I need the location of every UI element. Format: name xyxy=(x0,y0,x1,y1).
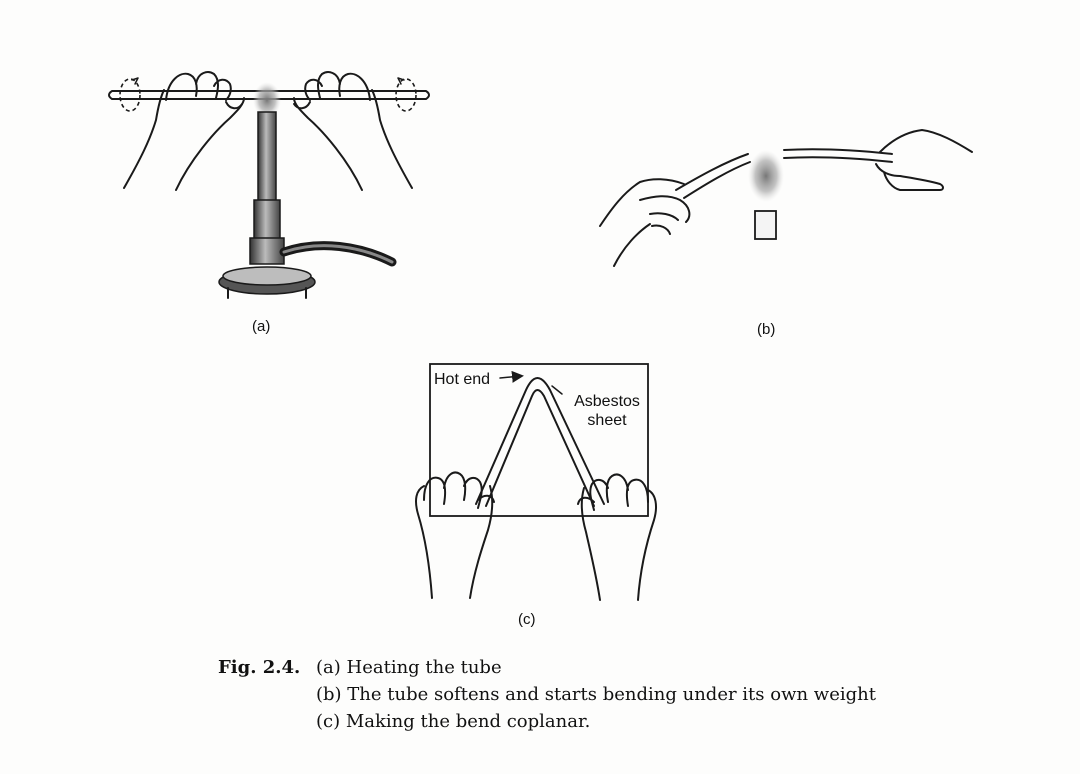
rotation-arrow-left-icon xyxy=(119,78,141,112)
figure-number: Fig. 2.4. xyxy=(218,657,301,678)
figure-caption: Fig. 2.4. (a) Heating the tube (b) The tu… xyxy=(218,654,876,735)
left-hand-c xyxy=(415,485,494,599)
panel-c-coplanar xyxy=(415,363,657,601)
right-hand-b xyxy=(875,129,973,191)
asbestos-label-line2: sheet xyxy=(587,412,627,429)
glass-tube-c xyxy=(475,377,605,507)
burner-top-b xyxy=(754,210,777,240)
flame-a xyxy=(253,82,281,118)
caption-line-c: (c) Making the bend coplanar. xyxy=(316,711,591,732)
panel-label-b: (b) xyxy=(757,321,776,338)
caption-row-3: (c) Making the bend coplanar. xyxy=(218,708,876,735)
right-hand-c xyxy=(580,487,657,601)
asbestos-sheet xyxy=(429,363,649,517)
asbestos-label-line1: Asbestos xyxy=(574,393,640,410)
panel-a-heating xyxy=(108,71,430,299)
flame-b xyxy=(748,150,784,202)
glass-tube-b-left xyxy=(675,153,751,199)
right-hand-a xyxy=(293,89,413,191)
asbestos-sheet-label: Asbestos sheet xyxy=(562,392,652,430)
caption-line-a: (a) Heating the tube xyxy=(316,657,502,678)
left-hand-a xyxy=(123,89,245,191)
glass-tube-b-right xyxy=(783,148,893,163)
panel-label-a: (a) xyxy=(252,318,271,335)
left-hand-b xyxy=(599,178,691,267)
caption-row-2: (b) The tube softens and starts bending … xyxy=(218,681,876,708)
hot-end-arrow xyxy=(499,370,524,383)
panel-label-c: (c) xyxy=(518,611,536,628)
panel-b-bending xyxy=(599,129,973,267)
hot-end-label: Hot end xyxy=(434,371,491,388)
rotation-arrow-right-icon xyxy=(395,78,417,112)
caption-row-1: Fig. 2.4. (a) Heating the tube xyxy=(218,654,876,681)
caption-line-b: (b) The tube softens and starts bending … xyxy=(316,684,876,705)
